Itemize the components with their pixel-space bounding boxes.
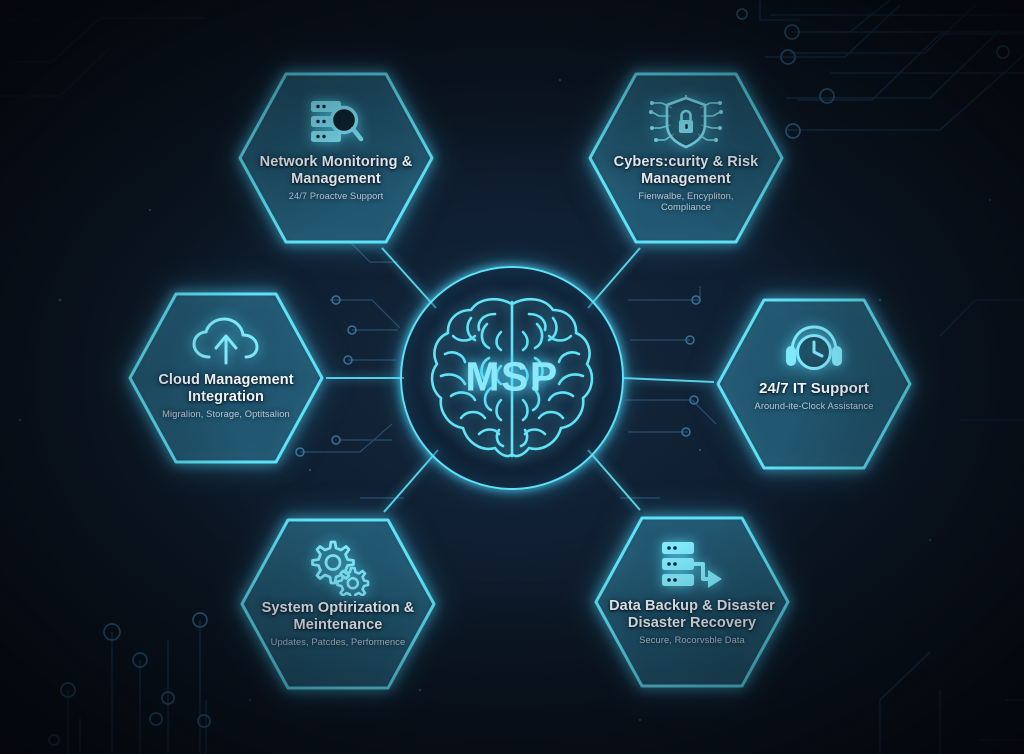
service-title: Cybers:curity & Risk Management xyxy=(613,154,759,187)
service-title: 24/7 IT Support xyxy=(759,380,869,397)
service-node-cloud-management[interactable]: Cloud Management Integration Migralion, … xyxy=(126,290,326,466)
service-subtitle: Fienwalbe, Encypliton, Compliance xyxy=(638,190,734,213)
server-search-icon xyxy=(305,94,367,150)
service-title: System Optirization & Meintenance xyxy=(261,600,415,633)
service-title: Cloud Management Integration xyxy=(158,372,294,405)
service-subtitle: Around-ite-Clock Assistance xyxy=(754,400,874,411)
shield-lock-icon xyxy=(648,94,724,150)
cloud-upload-icon xyxy=(191,316,261,368)
server-arrow-icon xyxy=(659,538,725,594)
service-subtitle: Secure, Rocorvsble Data xyxy=(639,634,745,645)
service-node-network-monitoring[interactable]: Network Monitoring & Management 24/7 Pro… xyxy=(236,70,436,246)
gears-icon xyxy=(306,540,370,596)
service-subtitle: Migralion, Storage, Optitsalion xyxy=(162,408,290,419)
central-hub[interactable]: MSP xyxy=(400,266,624,490)
hub-label: MSP xyxy=(465,353,559,400)
service-title: Network Monitoring & Management xyxy=(259,154,413,187)
service-node-data-backup[interactable]: Data Backup & Disaster Disaster Recovery… xyxy=(592,514,792,690)
service-subtitle: Updates, Patcdes, Performence xyxy=(270,636,406,647)
service-subtitle: 24/7 Proactve Support xyxy=(288,190,384,201)
service-node-system-optimization[interactable]: System Optirization & Meintenance Update… xyxy=(238,516,438,692)
headset-clock-icon xyxy=(782,322,846,376)
service-node-it-support[interactable]: 24/7 IT Support Around-ite-Clock Assista… xyxy=(714,296,914,472)
service-title: Data Backup & Disaster Disaster Recovery xyxy=(609,598,775,631)
service-node-cybersecurity[interactable]: Cybers:curity & Risk Management Fienwalb… xyxy=(586,70,786,246)
